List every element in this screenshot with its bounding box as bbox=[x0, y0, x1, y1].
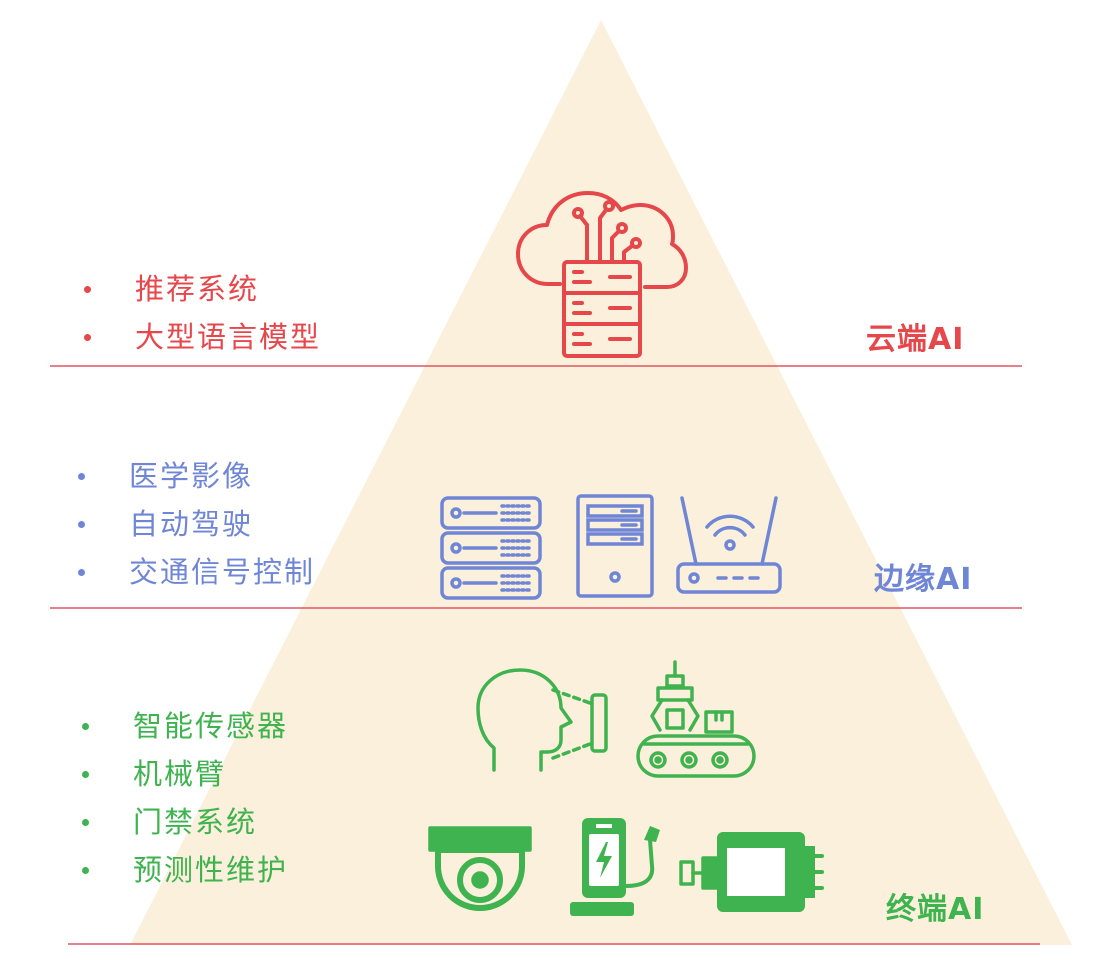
list-item: 预测性维护 bbox=[82, 846, 288, 894]
bullet-dot bbox=[82, 818, 89, 826]
bullet-dot bbox=[78, 520, 85, 528]
cloud-server-icon bbox=[516, 191, 688, 358]
list-item-label: 机械臂 bbox=[133, 757, 227, 791]
robotic-arm-conveyor-icon bbox=[636, 660, 756, 778]
bullet-dot bbox=[82, 770, 89, 778]
list-item-label: 智能传感器 bbox=[133, 709, 289, 743]
list-item: 门禁系统 bbox=[82, 798, 288, 846]
bullet-dot bbox=[84, 333, 91, 341]
list-item-label: 预测性维护 bbox=[133, 853, 289, 887]
tier-label-edge: 边缘AI bbox=[874, 562, 973, 597]
list-item: 推荐系统 bbox=[84, 265, 321, 313]
list-item-label: 自动驾驶 bbox=[129, 507, 254, 541]
bullet-dot bbox=[84, 285, 91, 293]
list-item: 自动驾驶 bbox=[78, 500, 315, 548]
list-item: 大型语言模型 bbox=[84, 313, 321, 361]
list-item: 交通信号控制 bbox=[78, 548, 315, 596]
end-use-case-list: 智能传感器 机械臂 门禁系统 预测性维护 bbox=[82, 702, 288, 894]
tier-label-cloud: 云端AI bbox=[866, 322, 965, 357]
list-item: 医学影像 bbox=[78, 452, 315, 500]
tower-server-icon bbox=[576, 494, 654, 598]
list-item-label: 交通信号控制 bbox=[129, 555, 316, 589]
electric-motor-icon bbox=[679, 832, 824, 912]
bullet-dot bbox=[78, 472, 85, 480]
list-item: 机械臂 bbox=[82, 750, 288, 798]
tier-label-end: 终端AI bbox=[886, 892, 985, 927]
dome-camera-icon bbox=[428, 826, 532, 911]
wifi-router-icon bbox=[676, 496, 782, 594]
list-item-label: 门禁系统 bbox=[133, 805, 258, 839]
list-item-label: 大型语言模型 bbox=[135, 320, 322, 354]
cloud-use-case-list: 推荐系统 大型语言模型 bbox=[84, 265, 321, 361]
list-item-label: 推荐系统 bbox=[135, 272, 260, 306]
bullet-dot bbox=[78, 568, 85, 576]
face-recognition-icon bbox=[476, 668, 608, 772]
edge-use-case-list: 医学影像 自动驾驶 交通信号控制 bbox=[78, 452, 315, 596]
list-item: 智能传感器 bbox=[82, 702, 288, 750]
list-item-label: 医学影像 bbox=[129, 459, 254, 493]
pyramid-shape bbox=[130, 20, 1072, 945]
charging-station-icon bbox=[570, 818, 660, 916]
bullet-dot bbox=[82, 866, 89, 874]
server-rack-icon bbox=[440, 496, 542, 600]
bullet-dot bbox=[82, 722, 89, 730]
